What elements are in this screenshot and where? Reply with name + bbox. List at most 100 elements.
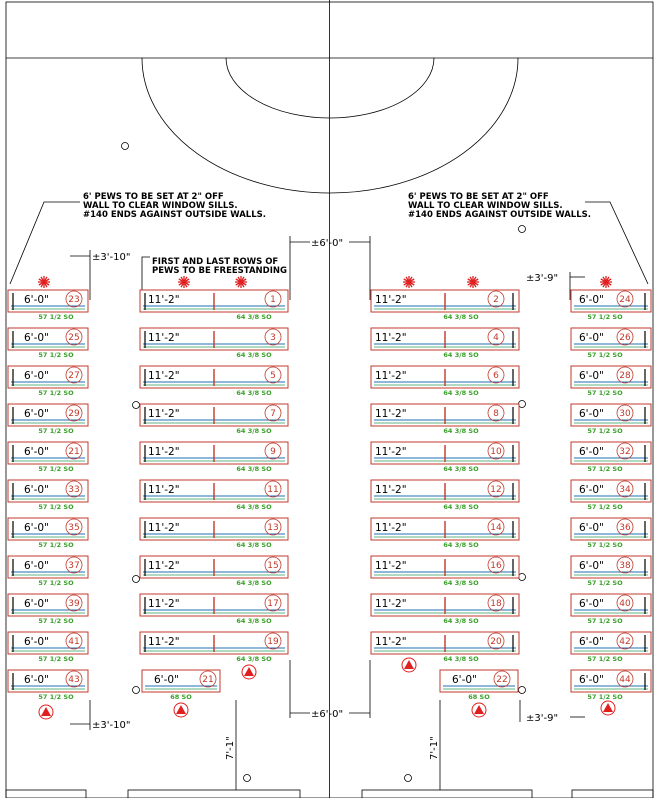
triangle-marker-shape [176, 705, 186, 714]
pew-area-label: 57 1/2 SO [38, 351, 74, 359]
dim-left-top: ±3'-10" [92, 252, 130, 263]
column-circle [132, 401, 140, 409]
pew: 11'-2"464 3/8 SO [370, 327, 520, 359]
pew-number-circle [264, 480, 282, 498]
pew-number: 9 [270, 447, 276, 457]
pew-length-label: 6'-0" [579, 370, 604, 382]
pew-number-circle [65, 290, 83, 308]
bottom-right-block [571, 789, 654, 798]
pew-number-circle [65, 518, 83, 536]
asterisk-marker [38, 276, 50, 288]
pew-number-circle [616, 442, 634, 460]
pew-length-label: 11'-2" [375, 636, 407, 648]
pew-area-label: 64 3/8 SO [443, 313, 479, 321]
pew-number: 11 [267, 485, 278, 495]
dim-right-vertical: 7'-1" [429, 736, 440, 760]
pew-number: 2 [493, 295, 499, 305]
asterisk-stroke [403, 278, 415, 286]
pew-area-label: 57 1/2 SO [38, 465, 74, 473]
pew-area-label: 68 SO [468, 693, 490, 701]
pew-number: 39 [68, 599, 80, 609]
pew-number: 41 [68, 637, 79, 647]
pew-length-label: 11'-2" [148, 370, 180, 382]
pew-length-label: 6'-0" [24, 674, 49, 686]
dim-center-bottom: ±6'-0" [311, 709, 343, 720]
pew-length-label: 6'-0" [24, 484, 49, 496]
pew-number-circle [65, 632, 83, 650]
apse-inner-arc [225, 57, 435, 119]
pew-length-label: 11'-2" [148, 522, 180, 534]
pew-number-circle [616, 632, 634, 650]
pew-area-label: 64 3/8 SO [443, 617, 479, 625]
pew-length-label: 11'-2" [375, 598, 407, 610]
pew: 11'-2"364 3/8 SO [139, 327, 289, 359]
pew-number-circle [264, 328, 282, 346]
pew-number: 36 [619, 523, 631, 533]
column-circle [518, 573, 526, 581]
pew-length-label: 6'-0" [579, 636, 604, 648]
pew-length-label: 6'-0" [154, 674, 179, 686]
pew-number: 42 [619, 637, 630, 647]
triangle-marker-shape [474, 705, 484, 714]
pew-number: 12 [490, 485, 501, 495]
triangle-marker [241, 664, 257, 680]
pew-number-circle [616, 556, 634, 574]
pew-number: 21 [68, 447, 79, 457]
pew-length-label: 6'-0" [579, 332, 604, 344]
pew-area-label: 57 1/2 SO [38, 313, 74, 321]
pew-number: 34 [619, 485, 631, 495]
pew-area-label: 57 1/2 SO [587, 465, 623, 473]
pew-length-label: 6'-0" [579, 674, 604, 686]
pew-area-label: 57 1/2 SO [587, 655, 623, 663]
note-right-line: WALL TO CLEAR WINDOW SILLS. [408, 201, 563, 211]
pew-number: 22 [496, 675, 507, 685]
asterisk-marker [403, 276, 415, 288]
triangle-marker [38, 704, 54, 720]
bottom-center-right-block [361, 789, 533, 798]
pew-area-label: 64 3/8 SO [443, 351, 479, 359]
pew-length-label: 11'-2" [375, 370, 407, 382]
pew-number: 13 [267, 523, 278, 533]
pew-length-label: 6'-0" [24, 370, 49, 382]
pew-length-label: 6'-0" [24, 408, 49, 420]
pew-length-label: 6'-0" [24, 598, 49, 610]
pew-number: 24 [619, 295, 631, 305]
pew: 11'-2"964 3/8 SO [139, 441, 289, 473]
bottom-center-left-block [127, 789, 301, 798]
pew-number-circle [65, 556, 83, 574]
pew-area-label: 57 1/2 SO [38, 427, 74, 435]
pew-number-circle [487, 594, 505, 612]
note-left: 6' PEWS TO BE SET AT 2" OFF WALL TO CLEA… [9, 192, 266, 285]
pew-number: 29 [68, 409, 80, 419]
dim-center-top: ±6'-0" [311, 238, 343, 249]
pew-area-label: 64 3/8 SO [443, 579, 479, 587]
pew-area-label: 64 3/8 SO [443, 465, 479, 473]
pew-number: 33 [68, 485, 79, 495]
pew-area-label: 64 3/8 SO [236, 655, 272, 663]
pew-number: 27 [68, 371, 79, 381]
pew-number-circle [616, 670, 634, 688]
pew-length-label: 11'-2" [148, 636, 180, 648]
pew-area-label: 57 1/2 SO [587, 351, 623, 359]
pew-length-label: 6'-0" [579, 522, 604, 534]
pew-area-label: 57 1/2 SO [38, 693, 74, 701]
asterisk-markers [38, 276, 612, 288]
pew-number: 10 [490, 447, 502, 457]
